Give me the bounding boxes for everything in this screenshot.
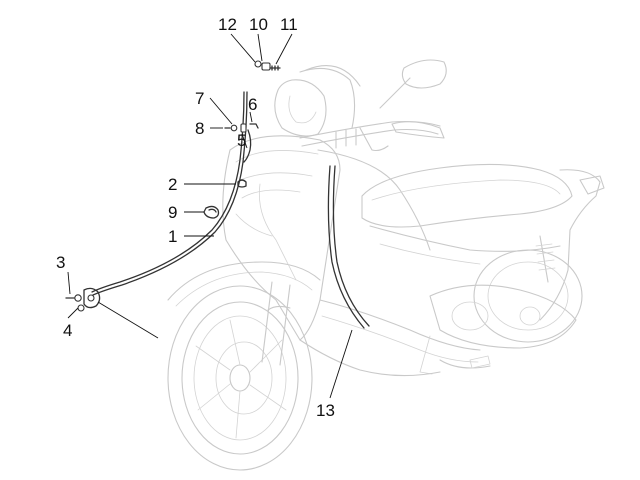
washer-12	[254, 60, 262, 68]
brake-lever	[359, 127, 389, 152]
side-stand	[419, 335, 433, 375]
seal-4	[77, 304, 85, 312]
screw-6	[249, 123, 259, 129]
callout-1: 1	[168, 227, 177, 246]
rear-shock	[539, 235, 549, 283]
side-panel	[369, 225, 561, 252]
callout-6: 6	[248, 95, 257, 114]
upper-fastener-group	[254, 60, 281, 71]
tunnel	[317, 149, 431, 251]
leader-11	[275, 33, 293, 65]
handlebar	[299, 120, 441, 139]
front-shield	[222, 135, 341, 341]
washer-3	[74, 294, 82, 302]
callout-3: 3	[56, 253, 65, 272]
front-fork	[261, 281, 291, 366]
cable-clamp-2	[237, 179, 247, 188]
fork-clamp	[267, 305, 291, 311]
leader-5	[241, 133, 248, 149]
footrest	[439, 359, 491, 369]
callout-4: 4	[63, 321, 72, 340]
clip-5	[243, 129, 252, 163]
windscreen	[299, 67, 356, 129]
headlight	[274, 79, 327, 137]
callout-9: 9	[168, 203, 177, 222]
tail-light	[579, 175, 605, 195]
cable-assembly	[65, 60, 370, 329]
callout-labels: 12 10 11 7 6 8 5 2 9 1 3 4 13	[56, 15, 335, 420]
cable-guide	[327, 165, 365, 329]
floorboard	[319, 299, 481, 351]
scooter-outline	[167, 59, 605, 471]
engine-casing	[429, 284, 577, 349]
callout-5: 5	[237, 131, 246, 150]
speedometer-drive-group	[65, 287, 101, 312]
front-rim	[193, 315, 287, 441]
callout-13: 13	[316, 401, 335, 420]
callout-12: 12	[218, 15, 237, 34]
front-tire-outer	[167, 285, 313, 471]
drive-housing	[83, 287, 101, 309]
speedometer-cable	[91, 91, 245, 293]
callout-8: 8	[195, 119, 204, 138]
front-hub	[229, 364, 251, 392]
seat	[361, 163, 573, 228]
callout-2: 2	[168, 175, 177, 194]
nut-10	[261, 62, 271, 71]
leader-lines	[67, 33, 353, 399]
leader-12	[230, 33, 256, 63]
bolt-11	[269, 65, 281, 71]
right-grip	[391, 121, 445, 139]
leader-3	[67, 271, 71, 295]
leader-4	[67, 307, 79, 319]
front-wheel-spokes	[195, 319, 287, 439]
leader-6	[249, 111, 253, 123]
front-mudguard	[167, 261, 321, 301]
leader-10	[257, 33, 263, 62]
washer-7	[230, 124, 238, 132]
mirror	[401, 59, 447, 89]
leader-7	[209, 97, 233, 125]
front-tire-inner	[181, 301, 299, 455]
clamp-fastener-group	[224, 123, 259, 133]
rear-wheel	[473, 249, 583, 343]
leader-13	[329, 329, 353, 399]
rear-body	[539, 169, 601, 321]
callout-10: 10	[249, 15, 268, 34]
brake-disc	[215, 341, 273, 415]
grommet-9	[203, 205, 220, 219]
callout-7: 7	[195, 89, 204, 108]
leader-drive-extension	[97, 301, 159, 339]
callout-11: 11	[280, 15, 298, 34]
